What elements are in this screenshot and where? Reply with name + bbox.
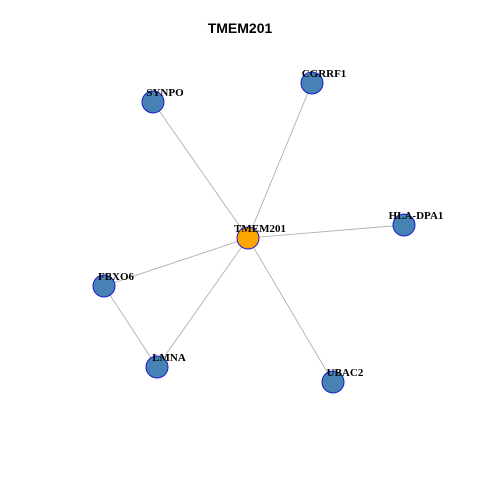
edge-tmem201-ubac2 bbox=[247, 237, 334, 383]
edge-tmem201-cgrrf1 bbox=[247, 82, 313, 239]
node-ubac2[interactable] bbox=[321, 370, 345, 394]
node-label-fbxo6: FBXO6 bbox=[98, 271, 135, 283]
node-label-ubac2: UBAC2 bbox=[327, 367, 364, 379]
node-lmna[interactable] bbox=[145, 355, 169, 379]
node-label-cgrrf1: CGRRF1 bbox=[302, 68, 347, 80]
node-label-synpo: SYNPO bbox=[146, 87, 184, 99]
node-label-lmna: LMNA bbox=[152, 352, 186, 364]
node-tmem201[interactable] bbox=[236, 226, 260, 250]
edge-tmem201-hla-dpa1 bbox=[247, 224, 405, 239]
node-hla-dpa1[interactable] bbox=[392, 213, 416, 237]
node-fbxo6[interactable] bbox=[92, 274, 116, 298]
edge-fbxo6-lmna bbox=[103, 285, 158, 368]
edge-tmem201-lmna bbox=[156, 237, 249, 368]
node-synpo[interactable] bbox=[141, 90, 165, 114]
edges-layer bbox=[103, 82, 405, 383]
edge-tmem201-synpo bbox=[152, 101, 249, 239]
node-label-hla-dpa1: HLA-DPA1 bbox=[389, 210, 444, 222]
node-cgrrf1[interactable] bbox=[300, 71, 324, 95]
edge-tmem201-fbxo6 bbox=[103, 237, 249, 287]
graph-title: TMEM201 bbox=[207, 20, 273, 36]
node-label-tmem201: TMEM201 bbox=[234, 223, 286, 235]
